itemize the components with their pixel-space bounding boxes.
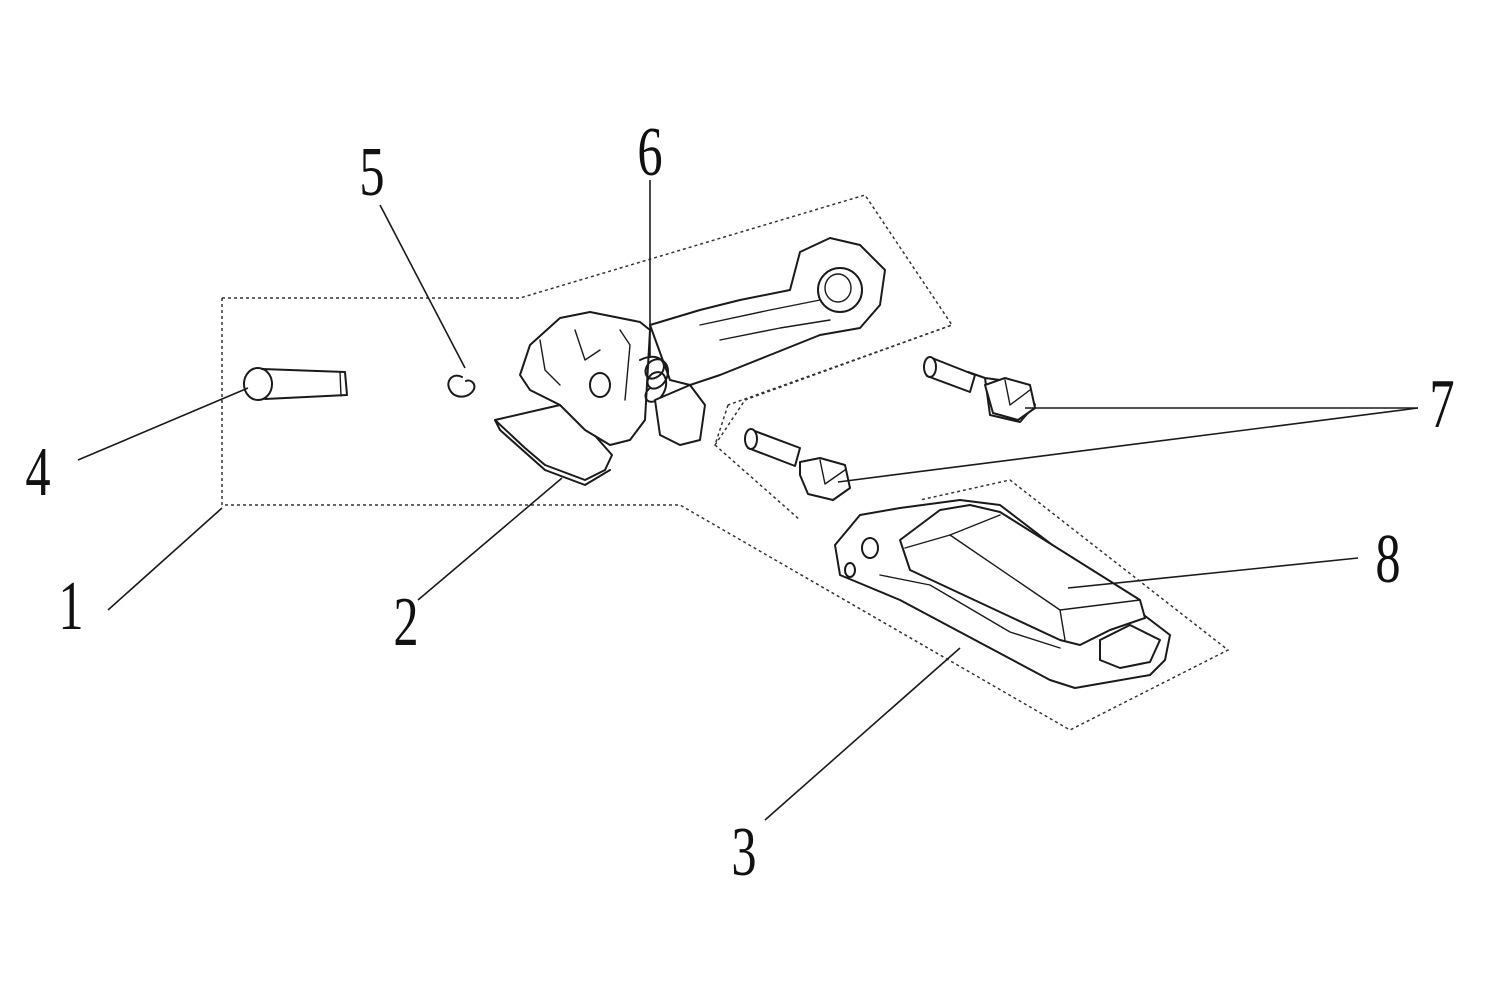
callout-7: 7 — [1429, 366, 1455, 443]
callout-1: 1 — [58, 568, 84, 645]
bolt-lower-part-7 — [744, 428, 851, 501]
rubber-pad-part-8 — [879, 504, 1161, 669]
clip-part-5 — [447, 374, 476, 398]
bracket-part-2 — [494, 311, 651, 486]
spring-arm-part-6 — [639, 237, 886, 446]
callout-2: 2 — [393, 584, 419, 661]
callout-4: 4 — [25, 434, 51, 511]
leader-line-5 — [379, 204, 466, 369]
leader-line-3 — [764, 647, 961, 821]
bolt-group-boundary — [714, 324, 953, 446]
pin-part-4 — [243, 367, 348, 401]
leader-line-1 — [107, 507, 223, 611]
callout-3: 3 — [731, 814, 757, 891]
callout-8: 8 — [1375, 521, 1401, 598]
leader-line-4 — [77, 387, 249, 461]
leader-line-7b — [837, 407, 1419, 483]
bolt-upper-part-7 — [923, 356, 1036, 423]
leader-line-8 — [1067, 557, 1359, 589]
callout-5: 5 — [359, 134, 385, 211]
leader-line-2 — [417, 477, 563, 601]
callout-6: 6 — [637, 114, 663, 191]
